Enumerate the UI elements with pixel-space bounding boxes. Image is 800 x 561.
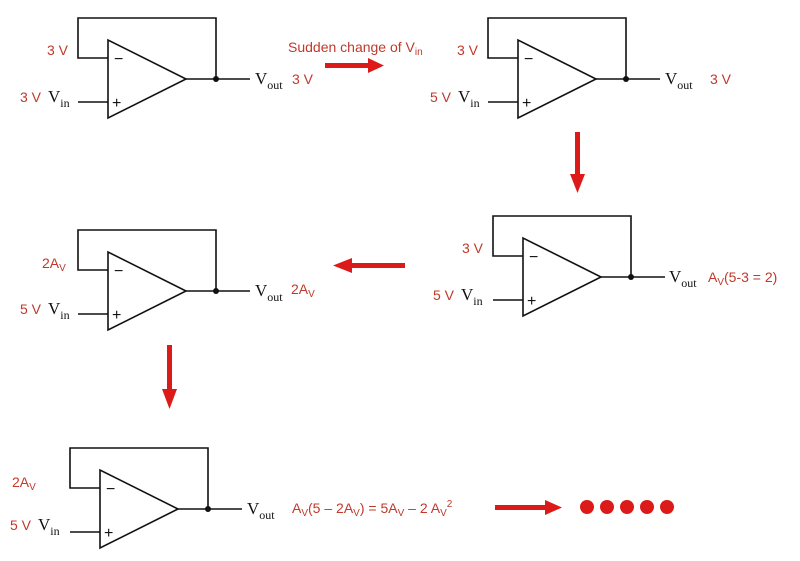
opamp-stage-3: − + 3 V 5 V Vin Vout AV(5-3 = 2) [433, 215, 777, 317]
opamp-circuit [77, 17, 251, 119]
minus-input-label: 3 V [462, 240, 484, 256]
minus-input-label: 2AV [42, 255, 66, 274]
plus-sign: + [527, 293, 536, 310]
vin-symbol: Vin [458, 87, 480, 110]
opamp-circuit [487, 17, 661, 119]
input-voltage-label: 5 V [10, 517, 32, 533]
arrow-right-icon [495, 500, 562, 515]
opamp-stage-1: − + 3 V 3 V Vin Vout 3 V [20, 17, 314, 119]
output-voltage-label: 2AV [291, 281, 315, 300]
opamp-circuit [492, 215, 666, 317]
ellipsis-dot [580, 500, 594, 514]
input-voltage-label: 3 V [20, 89, 42, 105]
plus-sign: + [522, 95, 531, 112]
minus-input-label: 3 V [47, 42, 69, 58]
minus-input-label: 2AV [12, 474, 36, 493]
minus-sign: − [114, 51, 123, 68]
plus-sign: + [112, 95, 121, 112]
vout-symbol: Vout [669, 267, 697, 290]
plus-sign: + [112, 307, 121, 324]
minus-sign: − [114, 263, 123, 280]
vin-symbol: Vin [461, 285, 483, 308]
plus-sign: + [104, 525, 113, 542]
vout-symbol: Vout [255, 281, 283, 304]
input-voltage-label: 5 V [430, 89, 452, 105]
ellipsis-dots-icon [580, 500, 674, 514]
minus-input-label: 3 V [457, 42, 479, 58]
vin-symbol: Vin [38, 515, 60, 538]
output-voltage-label: 3 V [292, 71, 314, 87]
vin-symbol: Vin [48, 299, 70, 322]
minus-sign: − [106, 481, 115, 498]
minus-sign: − [529, 249, 538, 266]
opamp-stage-4: − + 2AV 5 V Vin Vout 2AV [20, 229, 315, 331]
output-voltage-label: 3 V [710, 71, 732, 87]
minus-sign: − [524, 51, 533, 68]
opamp-circuit [77, 229, 251, 331]
output-voltage-label: AV(5-3 = 2) [708, 269, 777, 288]
arrow-down-icon [162, 345, 177, 409]
vout-symbol: Vout [247, 499, 275, 522]
vout-symbol: Vout [665, 69, 693, 92]
ellipsis-dot [640, 500, 654, 514]
opamp-circuit [69, 447, 243, 549]
arrow-right-icon [325, 58, 384, 73]
arrow-left-icon [333, 258, 405, 273]
output-equation: AV(5 – 2AV) = 5AV – 2 AV2 [292, 499, 453, 519]
ellipsis-dot [620, 500, 634, 514]
arrow-down-icon [570, 132, 585, 193]
ellipsis-dot [600, 500, 614, 514]
opamp-stage-5: − + 2AV 5 V Vin Vout AV(5 – 2AV) = 5AV –… [10, 447, 453, 549]
transition-label: Sudden change of Vin [288, 39, 423, 58]
input-voltage-label: 5 V [433, 287, 455, 303]
ellipsis-dot [660, 500, 674, 514]
opamp-stage-2: − + 3 V 5 V Vin Vout 3 V [430, 17, 732, 119]
vin-symbol: Vin [48, 87, 70, 110]
input-voltage-label: 5 V [20, 301, 42, 317]
vout-symbol: Vout [255, 69, 283, 92]
